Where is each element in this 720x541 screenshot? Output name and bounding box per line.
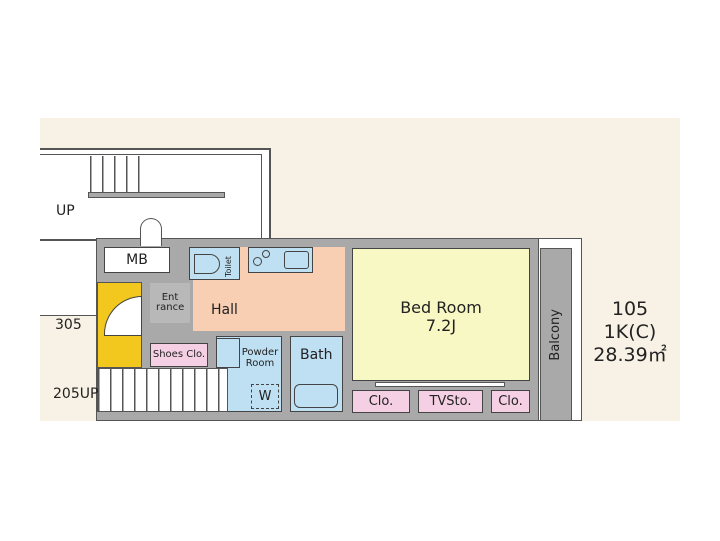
hall-label: Hall xyxy=(211,302,238,318)
kitchen-sink-icon xyxy=(284,251,309,269)
closet-1-label: Clo. xyxy=(368,393,394,409)
entrance-label: Ent rance xyxy=(156,291,185,313)
shoes-closet-label: Shoes Clo. xyxy=(152,348,206,360)
mb-closet: MB xyxy=(104,247,170,273)
balcony-label: Balcony xyxy=(548,308,564,361)
toilet-label: Toilet xyxy=(224,256,233,277)
entrance: Ent rance xyxy=(150,283,190,323)
unit-205-up-label: 205UP xyxy=(53,386,99,402)
bed-room-size: 7.2J xyxy=(425,316,457,335)
powder-room-label: Powder Room xyxy=(241,347,279,369)
closet-2[interactable]: Clo. xyxy=(491,390,530,413)
closet-1[interactable]: Clo. xyxy=(352,390,410,413)
up-label: UP xyxy=(56,203,75,219)
bed-room[interactable] xyxy=(352,248,530,381)
bed-room-label: Bed Room xyxy=(400,298,482,317)
stove-burner-icon xyxy=(262,250,270,258)
mb-label: MB xyxy=(126,251,148,268)
unit-number: 105 xyxy=(611,298,649,320)
washer-label: W xyxy=(258,388,272,404)
stair-treads xyxy=(90,156,150,192)
bath-label: Bath xyxy=(300,347,333,363)
bath[interactable] xyxy=(290,336,343,412)
washbasin xyxy=(216,338,240,368)
washer-space: W xyxy=(251,384,279,409)
layout-type: 1K(C) xyxy=(603,321,657,343)
tv-storage-label: TVSto. xyxy=(429,393,472,409)
toilet-bowl-icon xyxy=(194,254,220,274)
unit-area: 28.39㎡ xyxy=(593,344,667,366)
tv-storage[interactable]: TVSto. xyxy=(418,390,483,413)
closet-2-label: Clo. xyxy=(498,393,523,409)
closet-sliding-doors xyxy=(375,382,505,387)
balcony: Balcony xyxy=(540,248,572,421)
mb-door xyxy=(140,218,162,246)
unit-305-label: 305 xyxy=(55,317,82,333)
unit-305-outline xyxy=(40,240,98,316)
bathtub-icon xyxy=(294,384,338,408)
stair-landing xyxy=(88,192,225,198)
stove-burner-icon xyxy=(253,257,262,266)
lower-stair xyxy=(97,368,228,412)
shoes-closet[interactable]: Shoes Clo. xyxy=(150,343,208,367)
